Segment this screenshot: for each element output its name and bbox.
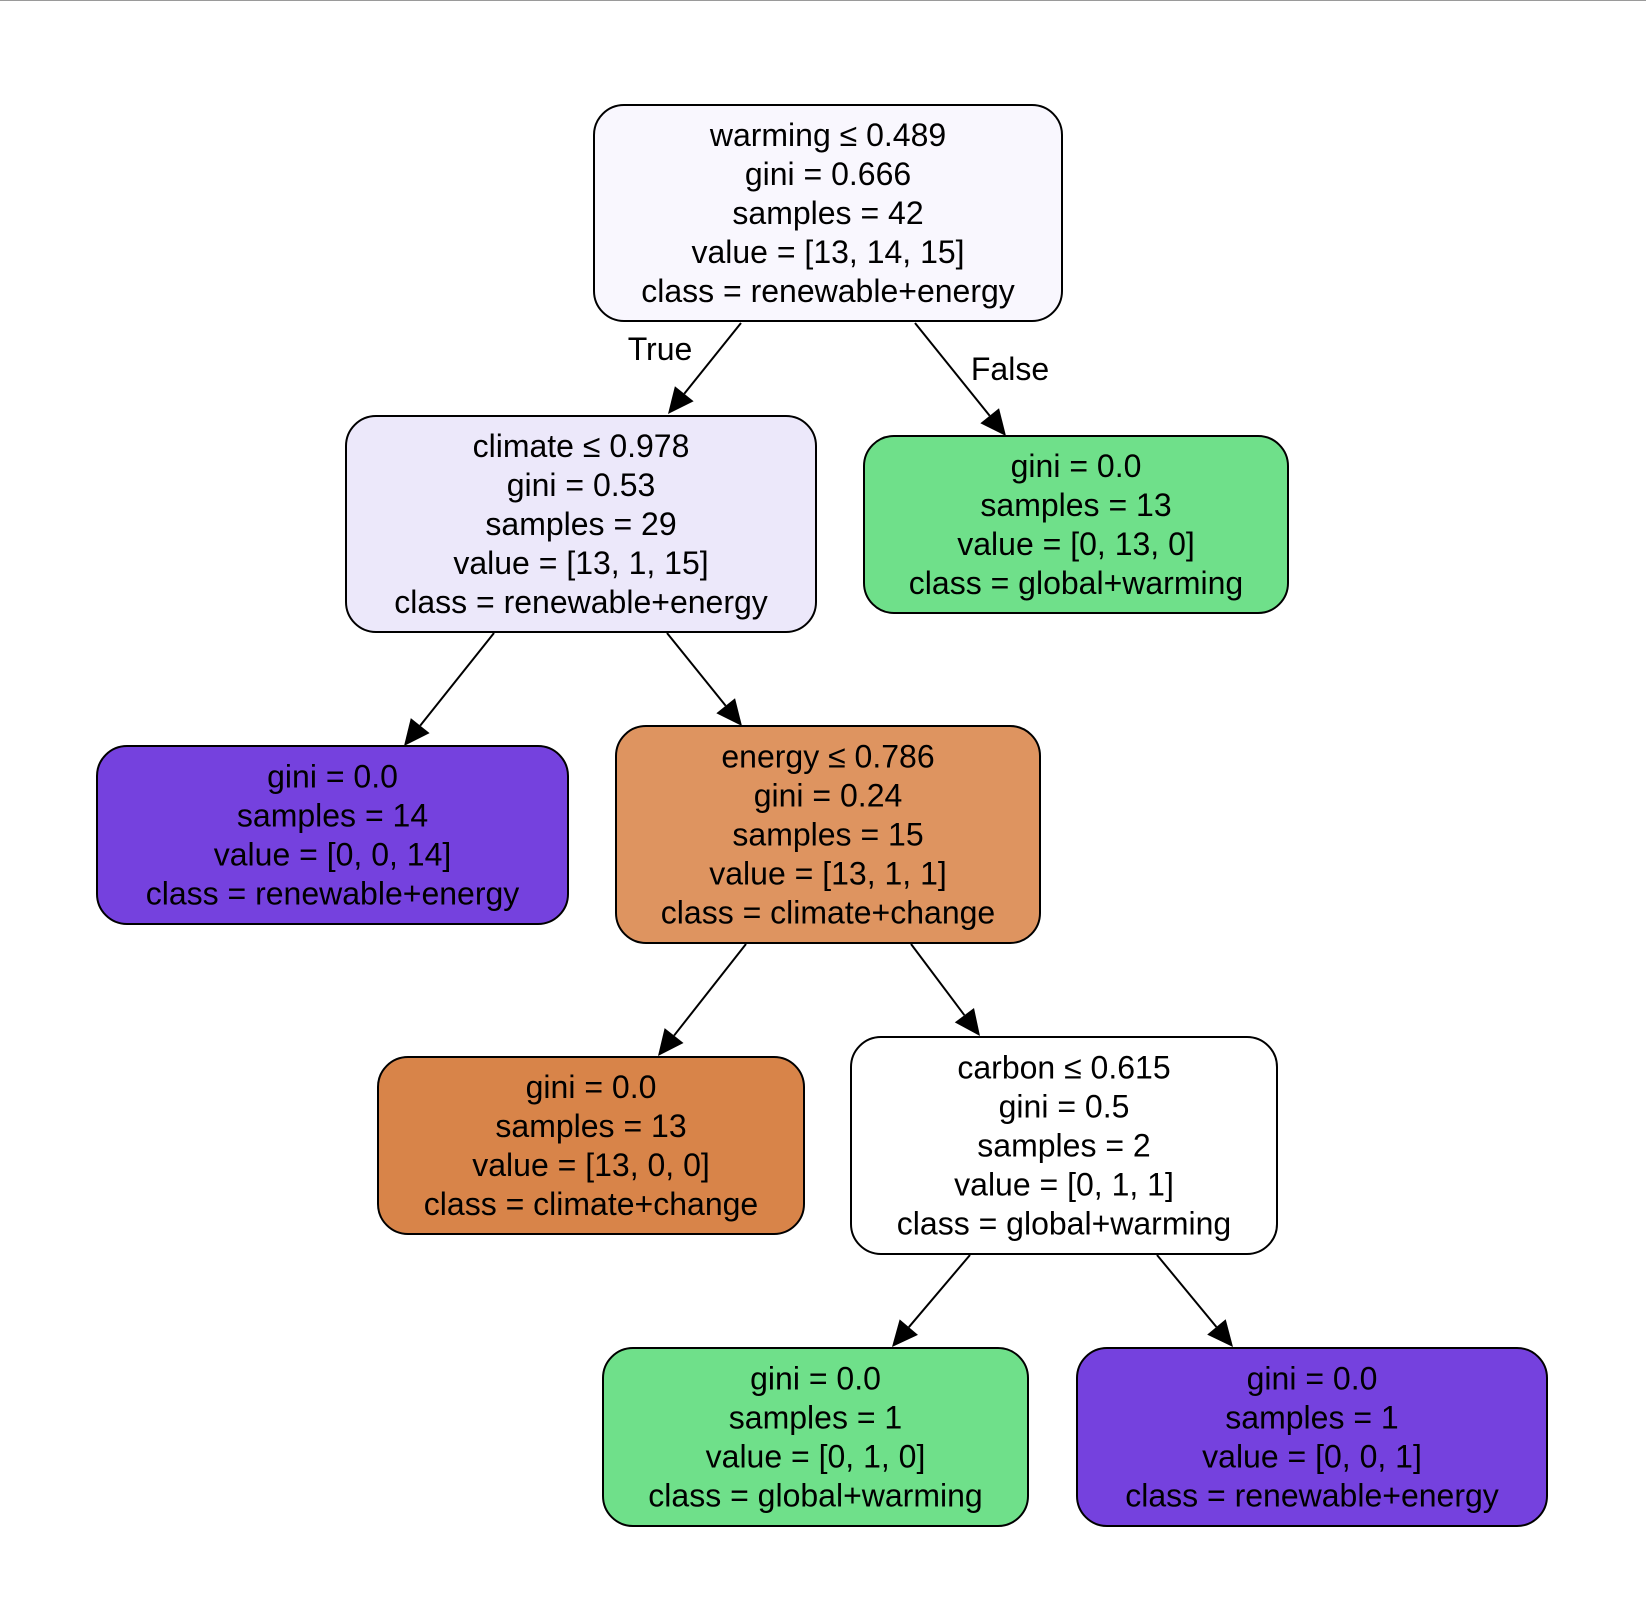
- edge-n6-n8: [1156, 1254, 1233, 1347]
- edge-n1-n3: [404, 632, 495, 746]
- node-line: samples = 13: [980, 487, 1171, 523]
- arrowhead-icon: [954, 1008, 980, 1036]
- node-line: gini = 0.0: [750, 1360, 881, 1396]
- node-line: carbon ≤ 0.615: [957, 1049, 1170, 1085]
- node-line: gini = 0.666: [745, 156, 911, 192]
- node-line: gini = 0.0: [267, 758, 398, 794]
- node-line: value = [13, 14, 15]: [691, 234, 964, 270]
- node-line: gini = 0.24: [754, 777, 903, 813]
- node-line: class = renewable+energy: [394, 584, 768, 620]
- node-line: samples = 29: [485, 506, 676, 542]
- node-line: value = [0, 0, 14]: [214, 836, 452, 872]
- edge-label-false: False: [971, 351, 1049, 387]
- edge-line: [683, 322, 742, 395]
- node-line: value = [13, 1, 15]: [453, 545, 708, 581]
- edge-n4-n5: [658, 943, 747, 1056]
- arrowhead-icon: [892, 1319, 918, 1347]
- node-box: [377, 1056, 805, 1235]
- node-box: [1076, 1347, 1548, 1527]
- node-line: samples = 15: [732, 816, 923, 852]
- node-line: value = [13, 1, 1]: [709, 855, 947, 891]
- arrowhead-icon: [716, 698, 742, 726]
- arrowhead-icon: [658, 1028, 684, 1056]
- node-line: samples = 2: [977, 1127, 1150, 1163]
- node-line: gini = 0.0: [1247, 1360, 1378, 1396]
- node-line: climate ≤ 0.978: [473, 428, 690, 464]
- node-line: warming ≤ 0.489: [709, 117, 946, 153]
- node-box: [96, 745, 569, 925]
- node-line: gini = 0.0: [1011, 448, 1142, 484]
- edge-n4-n6: [910, 943, 980, 1036]
- node-line: samples = 1: [729, 1399, 902, 1435]
- node-box: [593, 104, 1063, 322]
- node-line: samples = 13: [495, 1108, 686, 1144]
- node-line: energy ≤ 0.786: [721, 738, 934, 774]
- top-border: [0, 0, 1646, 1]
- node-line: class = global+warming: [909, 565, 1243, 601]
- node-box: [615, 725, 1041, 944]
- edge-line: [1156, 1254, 1218, 1328]
- node-line: value = [0, 0, 1]: [1202, 1438, 1422, 1474]
- node-line: class = renewable+energy: [1125, 1477, 1499, 1513]
- edge-line: [673, 943, 747, 1037]
- node-box: [850, 1036, 1278, 1255]
- edge-line: [419, 632, 495, 727]
- edge-line: [666, 632, 727, 707]
- edge-line: [914, 322, 991, 417]
- arrowhead-icon: [404, 718, 430, 746]
- node-line: gini = 0.0: [526, 1069, 657, 1105]
- node-box: [863, 435, 1289, 614]
- node-line: gini = 0.5: [999, 1088, 1130, 1124]
- node-line: value = [13, 0, 0]: [472, 1147, 710, 1183]
- node-line: class = renewable+energy: [641, 273, 1015, 309]
- edge-root-n1: [668, 322, 742, 414]
- edge-n1-n4: [666, 632, 742, 726]
- arrowhead-icon: [980, 408, 1006, 436]
- edge-line: [908, 1254, 971, 1328]
- node-line: gini = 0.53: [507, 467, 656, 503]
- node-box: [602, 1347, 1029, 1527]
- node-line: samples = 42: [732, 195, 923, 231]
- node-line: value = [0, 1, 0]: [706, 1438, 926, 1474]
- node-line: value = [0, 13, 0]: [957, 526, 1195, 562]
- node-line: class = global+warming: [648, 1477, 982, 1513]
- node-line: class = climate+change: [661, 894, 995, 930]
- node-line: value = [0, 1, 1]: [954, 1166, 1174, 1202]
- edge-label-true: True: [628, 331, 693, 367]
- node-box: [345, 415, 817, 633]
- arrowhead-icon: [668, 386, 694, 414]
- node-line: samples = 1: [1225, 1399, 1398, 1435]
- node-line: class = global+warming: [897, 1205, 1231, 1241]
- node-line: class = renewable+energy: [146, 875, 520, 911]
- edge-root-n2: [914, 322, 1006, 436]
- edge-line: [910, 943, 966, 1016]
- node-line: class = climate+change: [424, 1186, 758, 1222]
- edges-layer: [404, 322, 1233, 1347]
- arrowhead-icon: [1207, 1319, 1233, 1347]
- node-line: samples = 14: [237, 797, 428, 833]
- edge-n6-n7: [892, 1254, 971, 1347]
